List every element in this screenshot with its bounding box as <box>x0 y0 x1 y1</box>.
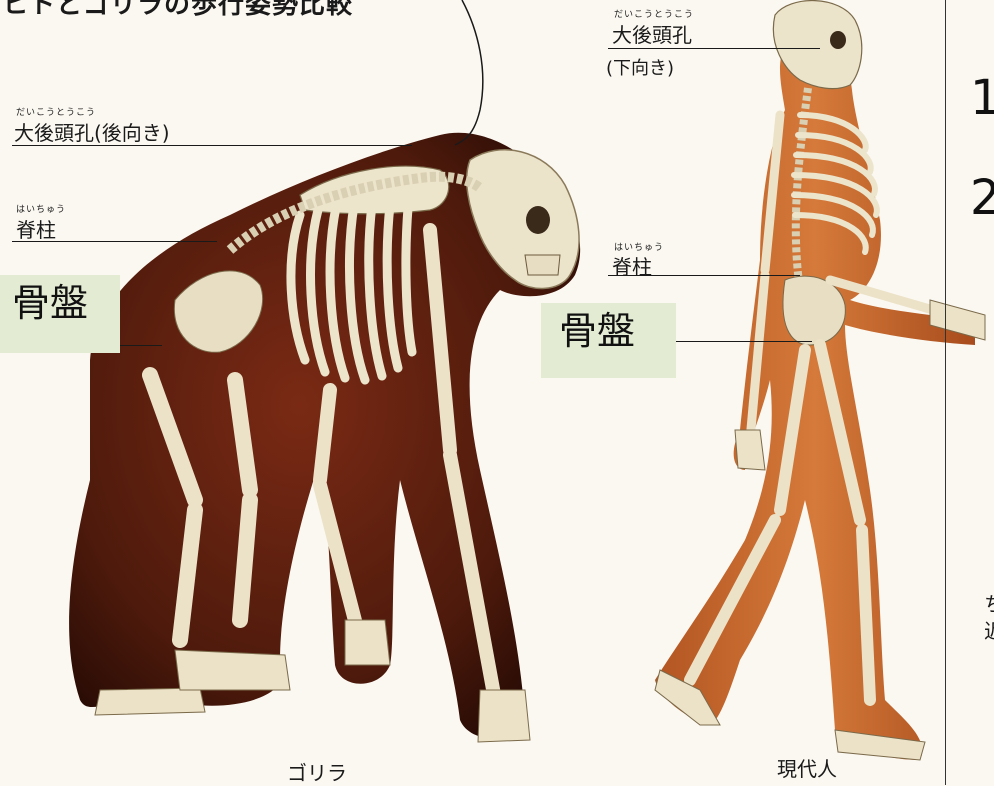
human-pelvis-label: 骨盤 <box>541 303 676 378</box>
side-fragment-2: 近 <box>984 615 994 644</box>
gorilla-spine-label: 脊柱 <box>16 214 56 243</box>
human-foramen-sub: (下向き) <box>606 54 674 80</box>
panel-divider <box>945 0 946 785</box>
page-title: ヒトとゴリラの歩行姿勢比較 <box>2 0 353 21</box>
human-spine-leader <box>608 275 800 276</box>
gorilla-caption: ゴリラ <box>287 757 347 786</box>
side-fragment-1: ち <box>984 588 994 617</box>
gorilla-figure <box>69 133 580 742</box>
side-item-1: 1 <box>970 70 994 126</box>
human-figure <box>655 1 985 760</box>
gorilla-foramen-leader <box>12 145 412 146</box>
gorilla-foramen-label: 大後頭孔(後向き) <box>14 117 170 146</box>
human-caption: 現代人 <box>777 753 837 782</box>
gorilla-spine-leader <box>12 241 217 242</box>
gorilla-pelvis-leader <box>120 345 162 346</box>
human-pelvis-leader <box>676 341 812 342</box>
gorilla-pelvis-label: 骨盤 <box>0 275 120 353</box>
side-item-2: 2 <box>970 170 994 226</box>
human-foramen-label: 大後頭孔 <box>612 19 692 48</box>
human-foramen-leader <box>608 48 820 49</box>
